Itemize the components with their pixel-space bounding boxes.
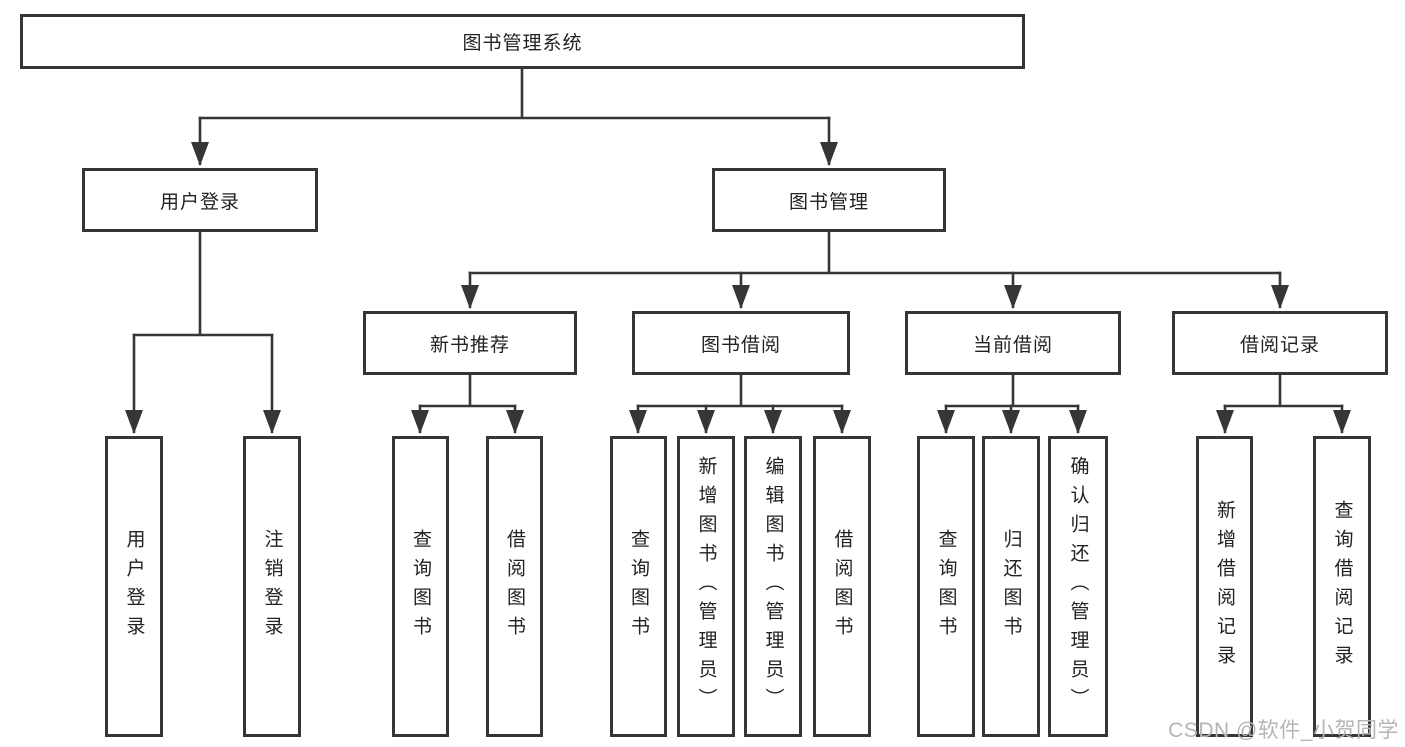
leaf-borrow-books-recommend-label: 借阅图书 [504, 528, 525, 645]
leaf-add-borrow-record: 新增借阅记录 [1196, 436, 1253, 737]
leaf-query-books-recommend-label: 查询图书 [410, 528, 431, 645]
node-book-borrow-label: 图书借阅 [700, 334, 781, 356]
leaf-query-books-borrow-label: 查询图书 [628, 528, 649, 645]
leaf-borrow-books-recommend: 借阅图书 [486, 436, 543, 737]
node-borrow-records: 借阅记录 [1172, 311, 1388, 375]
leaf-query-books-recommend: 查询图书 [392, 436, 449, 737]
leaf-query-books-current-label: 查询图书 [935, 528, 957, 645]
node-book-management: 图书管理 [712, 168, 946, 232]
leaf-borrow-books-borrow: 借阅图书 [813, 436, 871, 737]
leaf-borrow-books-borrow-label: 借阅图书 [831, 528, 853, 645]
leaf-add-borrow-record-label: 新增借阅记录 [1214, 499, 1235, 674]
leaf-return-book: 归还图书 [982, 436, 1040, 737]
leaf-query-books-borrow: 查询图书 [610, 436, 667, 737]
leaf-add-book-admin: 新增图书（管理员） [677, 436, 735, 737]
leaf-query-borrow-record-label: 查询借阅记录 [1331, 499, 1353, 674]
node-root-label: 图书管理系统 [462, 33, 583, 54]
leaf-confirm-return-admin-label: 确认归还（管理员） [1067, 456, 1089, 717]
leaf-return-book-label: 归还图书 [1000, 528, 1022, 645]
leaf-edit-book-admin-label: 编辑图书（管理员） [762, 456, 784, 717]
csdn-watermark: CSDN @软件_小贺同学 [1168, 719, 1399, 742]
leaf-confirm-return-admin: 确认归还（管理员） [1048, 436, 1108, 737]
node-current-borrow: 当前借阅 [905, 311, 1121, 375]
node-book-borrow: 图书借阅 [632, 311, 850, 375]
leaf-user-login: 用户登录 [105, 436, 163, 737]
node-root: 图书管理系统 [20, 14, 1025, 69]
node-user-login: 用户登录 [82, 168, 318, 232]
leaf-add-book-admin-label: 新增图书（管理员） [695, 456, 717, 717]
leaf-query-borrow-record: 查询借阅记录 [1313, 436, 1371, 737]
leaf-logout-label: 注销登录 [261, 528, 283, 645]
leaf-edit-book-admin: 编辑图书（管理员） [744, 436, 802, 737]
node-user-login-label: 用户登录 [159, 191, 240, 213]
leaf-user-login-label: 用户登录 [123, 528, 145, 645]
node-borrow-records-label: 借阅记录 [1239, 334, 1320, 356]
leaf-logout: 注销登录 [243, 436, 301, 737]
node-new-book-recommend: 新书推荐 [363, 311, 577, 375]
leaf-query-books-current: 查询图书 [917, 436, 975, 737]
node-new-book-recommend-label: 新书推荐 [429, 334, 510, 356]
node-current-borrow-label: 当前借阅 [972, 334, 1053, 356]
node-book-management-label: 图书管理 [788, 191, 869, 213]
